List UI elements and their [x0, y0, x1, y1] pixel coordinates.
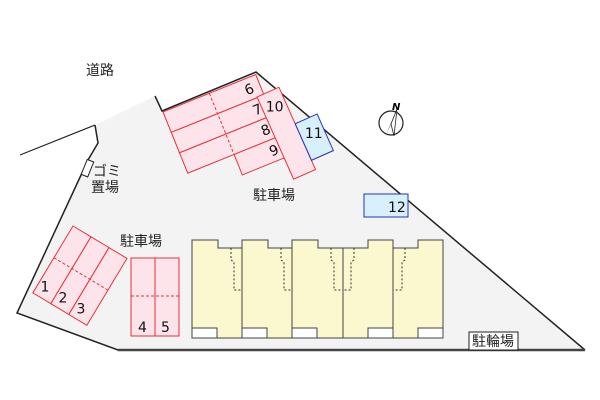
road-label: 道路 [86, 63, 114, 79]
slot-label-4: 4 [138, 320, 147, 336]
parking-group-1-3: 1 2 3 [32, 225, 128, 326]
parking-label-west: 駐車場 [120, 233, 162, 250]
unit-5 [392, 239, 444, 339]
parking-slot-12[interactable] [363, 193, 409, 218]
bicycle-parking-label: 駐輪場 [472, 333, 514, 350]
garbage-label-1: ゴミ [93, 163, 121, 180]
garbage-label-2: 置場 [91, 180, 119, 196]
slot-label-5: 5 [161, 320, 170, 336]
parking-slot-5[interactable] [154, 257, 180, 337]
unit-2 [241, 239, 293, 339]
slot-label-12: 12 [388, 200, 406, 216]
unit-1 [191, 239, 243, 339]
unit-4 [342, 239, 394, 339]
slot-label-11: 11 [305, 126, 323, 142]
unit-3 [291, 239, 344, 339]
parking-slot-3[interactable] [68, 246, 128, 326]
svg-text:N: N [392, 102, 401, 113]
garbage-area [80, 158, 95, 178]
north-compass-icon: N [378, 102, 404, 137]
bicycle-parking-box [468, 331, 519, 351]
parking-slot-11[interactable] [294, 113, 335, 161]
parking-group-6-9: 6 7 8 9 [162, 73, 290, 176]
apartment-building [191, 239, 444, 339]
parking-label-north: 駐車場 [253, 187, 295, 204]
parking-group-10-11: 10 11 [256, 86, 335, 180]
slot-label-1: 1 [41, 280, 50, 296]
slot-label-10: 10 [266, 100, 284, 116]
slot-label-2: 2 [59, 290, 68, 306]
slot-label-3: 3 [77, 301, 86, 317]
road-edge [19, 124, 96, 156]
